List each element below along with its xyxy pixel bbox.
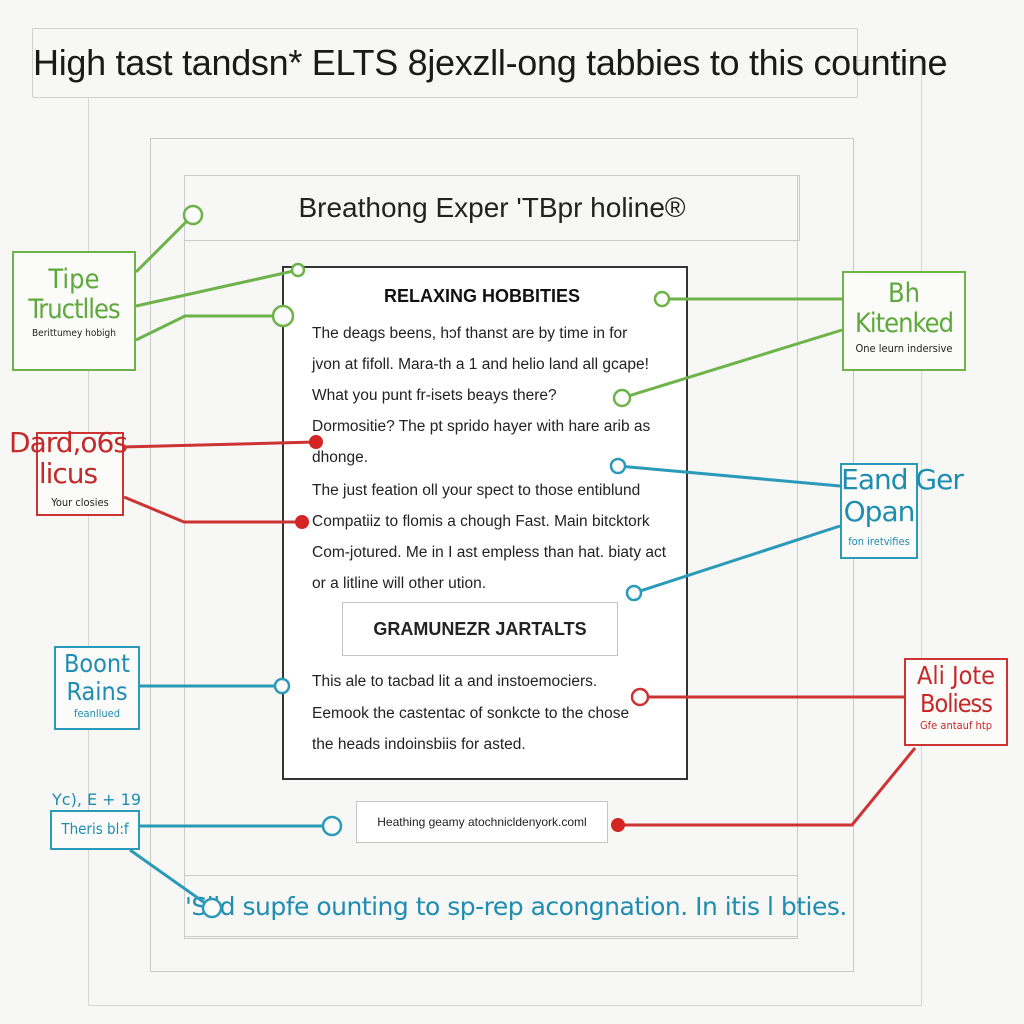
connector-green bbox=[134, 213, 195, 274]
connector-blue bbox=[633, 524, 841, 595]
paragraph-line: Dormositie? The pt sprido hayer with har… bbox=[312, 418, 651, 435]
anchor-marker bbox=[321, 815, 343, 837]
callout-label: Boont bbox=[63, 649, 130, 678]
callout-caption: fon iretvifies bbox=[848, 535, 910, 548]
callout-label: Theris bl:f bbox=[61, 820, 129, 838]
callout-left-blue-small: Theris bl:f bbox=[50, 810, 140, 850]
callout-caption: One leurn indersive bbox=[855, 342, 953, 356]
paragraph-line: dhonge. bbox=[312, 449, 369, 466]
callout-label: Kitenked bbox=[854, 307, 954, 339]
callout-caption: Gfe antauf htp bbox=[920, 719, 992, 732]
callout-label: Tipe bbox=[48, 264, 100, 295]
connector-blue bbox=[617, 464, 841, 488]
callout-label: Rains bbox=[66, 676, 128, 706]
paragraph-line: or a litline will other ution. bbox=[312, 575, 487, 592]
anchor-dot bbox=[611, 818, 625, 832]
callout-label: Eand Ger bbox=[841, 463, 964, 496]
document-panel: RELAXING HOBBITIES The deags beens, hɔf … bbox=[282, 266, 688, 780]
anchor-marker bbox=[630, 687, 650, 707]
callout-right-blue: fon iretvifies bbox=[840, 463, 918, 559]
anchor-marker bbox=[271, 304, 295, 328]
anchor-marker bbox=[201, 897, 223, 919]
paragraph-line: Compatiiz to flomis a chough Fast. Main … bbox=[312, 513, 650, 530]
callout-right-red: Ali Jote Boliess Gfe antauf htp bbox=[904, 658, 1008, 746]
connector-green bbox=[135, 314, 282, 342]
callout-label: licus bbox=[38, 456, 98, 490]
footer-text: 'Sild supfe ounting to sp-rep acongnatio… bbox=[185, 892, 847, 921]
paragraph-line: What you punt fr-isets beays there? bbox=[312, 387, 557, 404]
callout-label: Tructlles bbox=[28, 293, 120, 325]
callout-label: Ali Jote bbox=[916, 661, 996, 690]
footer-box: 'Sild supfe ounting to sp-rep acongnatio… bbox=[184, 875, 847, 939]
paragraph-line: Eemook the castentac of sonkcte to the c… bbox=[312, 705, 630, 722]
connector-green bbox=[135, 268, 299, 308]
url-box: Heathing geamy atochnicldenyork.coml bbox=[356, 801, 608, 843]
anchor-marker bbox=[273, 677, 291, 695]
connector-blue bbox=[129, 848, 213, 910]
paragraph-line: This ale to tacbad lit a and instoemocie… bbox=[312, 673, 598, 690]
callout-left-blue: Boont Rains feanllued bbox=[54, 646, 140, 730]
callout-left-blue-small-top: Yc), E + 19 bbox=[52, 790, 142, 809]
callout-caption: Berittumey hobigh bbox=[32, 328, 116, 340]
anchor-dot bbox=[295, 515, 309, 529]
anchor-dot bbox=[309, 435, 323, 449]
callout-left-red-title: Dard,o6s licus bbox=[6, 426, 130, 490]
paragraph-line: The deags beens, hɔf thanst are by time … bbox=[312, 325, 628, 342]
anchor-marker bbox=[612, 388, 632, 408]
anchor-marker bbox=[653, 290, 671, 308]
callout-label: Opan bbox=[843, 495, 916, 529]
paragraph-line: the heads indoinsbiis for asted. bbox=[312, 736, 526, 753]
connector-red bbox=[123, 440, 317, 449]
connector-red bbox=[123, 495, 302, 524]
callout-left-green: Tipe Tructlles Berittumey hobigh bbox=[12, 251, 136, 371]
section-heading: GRAMUNEZR JARTALTS bbox=[342, 602, 618, 656]
callout-label: Bh bbox=[887, 278, 921, 309]
anchor-marker bbox=[182, 204, 204, 226]
callout-caption: Your closies bbox=[51, 496, 109, 509]
callout-caption: feanllued bbox=[73, 707, 121, 720]
callout-right-green: Bh Kitenked One leurn indersive bbox=[842, 271, 966, 371]
callout-label: Dard,o6s bbox=[9, 426, 128, 459]
callout-left-red: Your closies bbox=[36, 432, 124, 516]
paragraph-line: jvon at fifoll. Mara-th a 1 and helio la… bbox=[312, 356, 649, 373]
callout-right-blue-title: Eand Ger Opan bbox=[840, 463, 964, 529]
main-title: High tast tandsn* ELTS 8jexzll-ong tabbi… bbox=[32, 28, 947, 98]
callout-label: Boliess bbox=[920, 688, 993, 718]
paragraph-line: Com-jotured. Me in I ast empless than ha… bbox=[312, 544, 667, 561]
paragraph-line: The just feation oll your spect to those… bbox=[312, 482, 641, 499]
anchor-marker bbox=[609, 457, 627, 475]
connector-red bbox=[618, 747, 917, 827]
connector-green bbox=[621, 328, 843, 400]
anchor-marker bbox=[625, 584, 643, 602]
inner-frame bbox=[184, 175, 798, 937]
anchor-marker bbox=[290, 262, 306, 278]
document-heading: RELAXING HOBBITIES bbox=[384, 286, 581, 306]
